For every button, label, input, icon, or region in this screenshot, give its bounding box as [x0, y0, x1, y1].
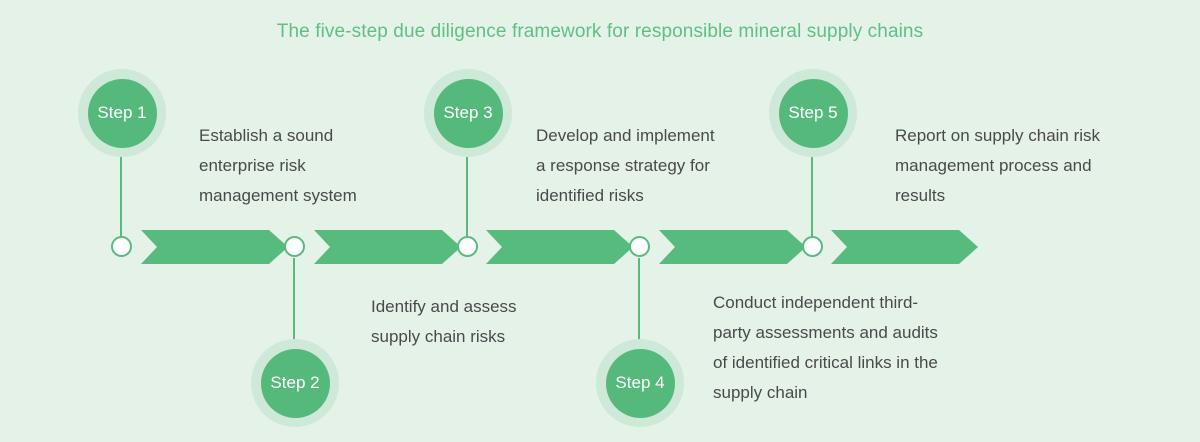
step-description-4-line-2: party assessments and audits: [713, 323, 938, 342]
connector-line-step-5: [811, 157, 813, 236]
step-description-2-line-2: supply chain risks: [371, 327, 506, 346]
step-description-3-line-3: identified risks: [536, 186, 644, 205]
timeline-arrow-1: [141, 230, 288, 264]
step-description-1-line-3: management system: [199, 186, 357, 205]
step-description-2: Identify and assess supply chain risks: [371, 292, 517, 352]
step-label-5: Step 5: [778, 78, 848, 148]
connector-line-step-4: [638, 258, 640, 341]
step-circle-2[interactable]: Step 2: [251, 339, 339, 427]
connector-line-step-3: [466, 157, 468, 236]
timeline-arrow-4: [659, 230, 806, 264]
timeline-node-1[interactable]: [111, 236, 132, 257]
connector-line-step-1: [120, 157, 122, 236]
step-description-3-line-1: Develop and implement: [536, 126, 715, 145]
step-label-1: Step 1: [87, 78, 157, 148]
step-description-1: Establish a sound enterprise risk manageme…: [199, 121, 357, 211]
step-label-4: Step 4: [605, 348, 675, 418]
step-description-4-line-3: of identified critical links in the: [713, 353, 938, 372]
connector-line-step-2: [293, 258, 295, 341]
step-label-3: Step 3: [433, 78, 503, 148]
step-circle-1[interactable]: Step 1: [78, 69, 166, 157]
step-description-4-line-1: Conduct independent third-: [713, 293, 919, 312]
step-description-3-line-2: a response strategy for: [536, 156, 710, 175]
step-description-1-line-1: Establish a sound: [199, 126, 334, 145]
step-description-5: Report on supply chain risk management pr…: [895, 121, 1100, 211]
timeline-arrow-2: [314, 230, 461, 264]
timeline-node-3[interactable]: [457, 236, 478, 257]
timeline-arrow-5: [831, 230, 978, 264]
timeline-node-2[interactable]: [284, 236, 305, 257]
step-label-2: Step 2: [260, 348, 330, 418]
timeline-node-5[interactable]: [802, 236, 823, 257]
step-description-4: Conduct independent third-party assessme…: [713, 288, 938, 408]
step-circle-3[interactable]: Step 3: [424, 69, 512, 157]
step-description-5-line-1: Report on supply chain risk: [895, 126, 1101, 145]
timeline-arrow-3: [486, 230, 633, 264]
step-circle-5[interactable]: Step 5: [769, 69, 857, 157]
step-circle-4[interactable]: Step 4: [596, 339, 684, 427]
step-description-5-line-3: results: [895, 186, 946, 205]
step-description-1-line-2: enterprise risk: [199, 156, 306, 175]
step-description-2-line-1: Identify and assess: [371, 297, 517, 316]
page-title: The five-step due diligence framework fo…: [276, 21, 924, 42]
step-description-4-line-4: supply chain: [713, 383, 808, 402]
step-description-3: Develop and implement a response strategy…: [536, 121, 715, 211]
timeline-node-4[interactable]: [629, 236, 650, 257]
step-description-5-line-2: management process and: [895, 156, 1092, 175]
timeline-band: [0, 230, 1200, 264]
